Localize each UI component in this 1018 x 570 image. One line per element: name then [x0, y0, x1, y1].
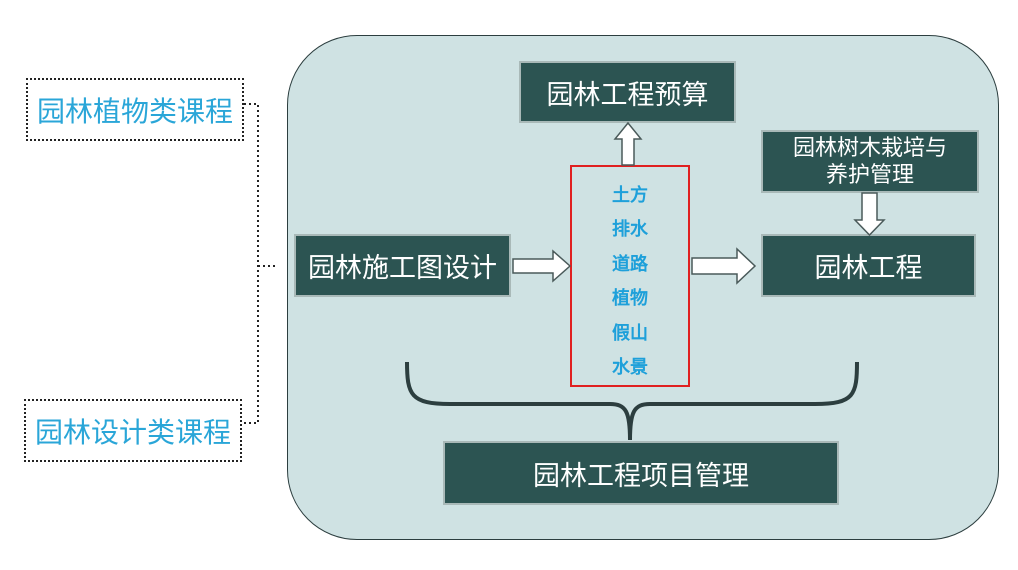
- construction-drawing-label: 园林施工图设计: [308, 253, 497, 284]
- landscape-engineering-box: 园林工程: [761, 234, 976, 297]
- construction-elements-box: 土方 排水 道路 植物 假山 水景: [570, 165, 690, 387]
- arrow-right-to-elements: [512, 249, 572, 283]
- dotted-bracket-connector: [242, 103, 276, 424]
- arrow-down-to-engineering: [853, 192, 886, 237]
- tree-cultivation-label: 园林树木栽培与养护管理: [792, 135, 947, 188]
- plant-courses-box: 园林植物类课程: [26, 78, 244, 141]
- center-item: 土方: [612, 185, 648, 206]
- arrow-right-to-engineering: [691, 247, 757, 285]
- design-courses-box: 园林设计类课程: [24, 399, 242, 462]
- tree-cultivation-box: 园林树木栽培与养护管理: [761, 130, 979, 193]
- center-item: 植物: [612, 288, 648, 309]
- center-item: 水景: [612, 357, 648, 378]
- budget-label: 园林工程预算: [546, 79, 709, 111]
- plant-courses-label: 园林植物类课程: [36, 94, 233, 128]
- budget-box: 园林工程预算: [519, 61, 736, 123]
- center-item: 道路: [612, 254, 648, 275]
- landscape-engineering-label: 园林工程: [814, 253, 923, 284]
- center-item: 排水: [612, 219, 648, 240]
- design-courses-label: 园林设计类课程: [34, 415, 231, 449]
- curly-brace: [405, 361, 859, 441]
- project-management-box: 园林工程项目管理: [443, 441, 839, 505]
- construction-drawing-box: 园林施工图设计: [294, 234, 511, 297]
- center-item: 假山: [612, 323, 648, 344]
- arrow-up-to-budget: [613, 121, 643, 166]
- project-management-label: 园林工程项目管理: [533, 460, 749, 492]
